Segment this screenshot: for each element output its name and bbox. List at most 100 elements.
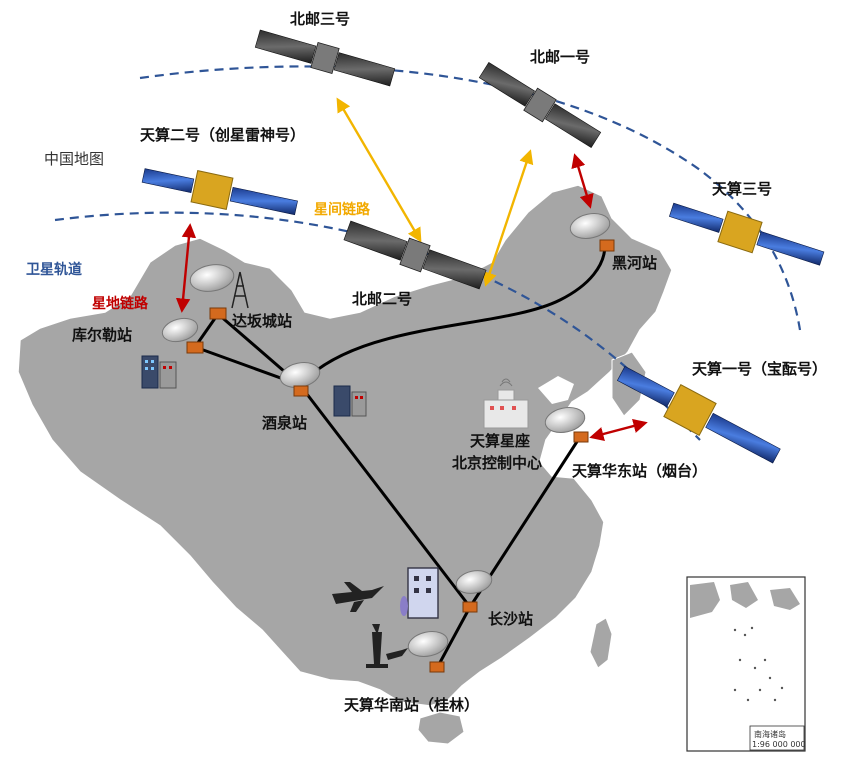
intersat-link-label: 星间链路 <box>314 201 371 218</box>
solar-panel-right <box>705 412 781 464</box>
building-icon <box>497 389 515 401</box>
tree-icon <box>400 596 408 616</box>
solar-panel-right <box>756 231 825 266</box>
link-jiuquan-changsha <box>298 384 472 608</box>
solar-panel-left <box>343 220 408 261</box>
satellite-label-tiansuan2: 天算二号（创星雷神号） <box>140 126 305 144</box>
satellite-label-tiansuan3: 天算三号 <box>712 180 772 198</box>
satellite-dish-icon <box>569 213 611 239</box>
orbit-label: 卫星轨道 <box>26 261 82 278</box>
station-label-changsha: 长沙站 <box>488 610 533 628</box>
solar-panel-left <box>478 61 536 107</box>
station-heihe <box>569 213 615 252</box>
satellite-body <box>523 87 557 123</box>
station-label-beijing: 天算星座 <box>470 432 530 450</box>
station-changsha <box>332 567 493 619</box>
solar-panel-left <box>141 168 195 194</box>
inset-label-box <box>749 725 805 751</box>
satellite-body <box>310 41 340 75</box>
radio-tower-icon <box>231 271 249 309</box>
station-dabancheng <box>189 264 249 320</box>
inset-label: 南海诸岛 <box>754 729 786 739</box>
solar-panel-right <box>229 186 298 216</box>
station-label-beijing-2: 北京控制中心 <box>452 454 542 472</box>
ground-link-tiansuan2-korla <box>175 223 197 313</box>
ground-link-beiyou1-heihe <box>571 153 594 209</box>
solar-panel-right <box>544 103 602 149</box>
station-label-guilin: 天算华南站（桂林） <box>344 696 479 714</box>
intersat-link-beiyou1-beiyou2 <box>482 149 534 287</box>
bohai-sea <box>538 376 574 404</box>
inset-scale: 1:96 000 000 <box>752 740 806 749</box>
solar-panel-right <box>422 249 487 290</box>
satellite-dish-icon <box>544 407 586 433</box>
satellite-label-tiansuan1: 天算一号（宝酝号） <box>692 360 827 378</box>
inset-land <box>690 582 720 618</box>
station-label-jiuquan: 酒泉站 <box>262 414 307 432</box>
station-box <box>462 601 478 613</box>
building-icons-jiuquan <box>333 385 367 417</box>
inset-land-2 <box>730 582 758 608</box>
station-box <box>186 341 204 354</box>
satellite-tiansuan1 <box>616 365 781 464</box>
link-changsha-guilin <box>435 606 472 669</box>
satellite-dish-icon <box>189 264 235 292</box>
building-icon <box>159 361 177 389</box>
satellite-beiyou2 <box>343 220 487 290</box>
solar-panel-left <box>254 29 317 64</box>
control-center-building-icon <box>483 399 529 429</box>
solar-panel-left <box>668 202 724 233</box>
station-label-heihe: 黑河站 <box>612 254 657 272</box>
satellite-body <box>190 170 234 210</box>
satellite-body <box>399 237 431 273</box>
links <box>175 97 648 442</box>
building-icon <box>351 391 367 417</box>
inset-land-3 <box>770 588 800 610</box>
station-box <box>599 239 615 252</box>
satellite-body <box>717 210 763 254</box>
satellite-tiansuan3 <box>668 202 825 266</box>
satellite-dish-icon <box>161 317 199 343</box>
satellite-beiyou1 <box>478 61 602 149</box>
taiwan-island <box>589 617 613 669</box>
map-title: 中国地图 <box>44 150 104 168</box>
link-jiuquan-heihe <box>298 244 607 387</box>
inset-islands <box>733 626 784 702</box>
satellite-label-beiyou1: 北邮一号 <box>530 48 590 66</box>
solar-panel-left <box>616 365 675 408</box>
station-label-dabancheng: 达坂城站 <box>232 312 292 330</box>
satellite-tiansuan2 <box>141 168 298 216</box>
ground-link-tiansuan1-yantai <box>589 418 648 442</box>
building-icon <box>141 355 159 389</box>
satellite-label-beiyou2: 北邮二号 <box>352 290 412 308</box>
satellite-beiyou3 <box>254 29 396 87</box>
wifi-icon <box>499 378 513 387</box>
station-box <box>429 661 445 673</box>
south-sea-inset: 南海诸岛 1:96 000 000 <box>686 576 806 752</box>
satellite-dish-icon <box>407 631 449 657</box>
station-label-yantai: 天算华东站（烟台） <box>572 462 707 480</box>
station-korla <box>161 317 204 354</box>
orbit-outer <box>139 65 802 331</box>
building-icon <box>333 385 351 417</box>
station-box <box>209 307 227 320</box>
station-jiuquan <box>279 362 321 397</box>
control-tower-icon <box>366 624 388 668</box>
satellite-dish-icon <box>455 570 493 594</box>
airplane-icon <box>386 648 408 660</box>
station-guilin <box>366 624 449 673</box>
intersat-link-beiyou3-beiyou2 <box>336 97 422 243</box>
hainan-island <box>417 711 465 745</box>
station-label-korla: 库尔勒站 <box>72 326 132 344</box>
satellite-body <box>663 384 717 436</box>
station-yantai <box>544 407 589 443</box>
ground-link-label: 星地链路 <box>92 295 149 312</box>
office-building-icon <box>407 567 439 619</box>
station-beijing <box>483 378 529 429</box>
station-box <box>293 385 309 397</box>
station-box <box>573 431 589 443</box>
building-icons-korla <box>141 355 177 389</box>
satellite-label-beiyou3: 北邮三号 <box>290 10 350 28</box>
solar-panel-right <box>333 52 396 87</box>
